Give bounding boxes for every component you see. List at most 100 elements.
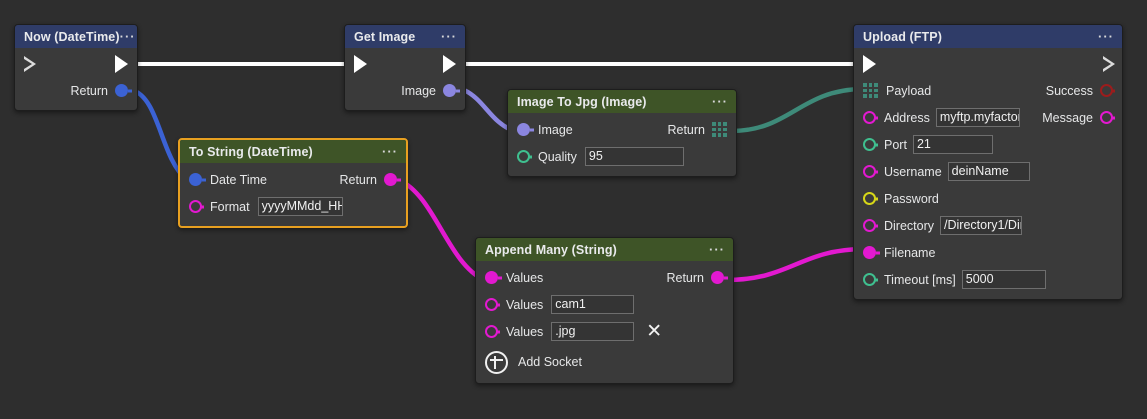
node-title: Upload (FTP): [863, 29, 942, 44]
row-values-1: Values Return: [476, 264, 733, 291]
row-values-3: Values .jpg ✕: [476, 318, 733, 345]
input-port-values-1[interactable]: [485, 271, 498, 284]
values-input-2[interactable]: cam1: [551, 295, 635, 314]
row-exec: [345, 51, 465, 77]
input-port-quality[interactable]: [517, 150, 530, 163]
row-port: Port 21: [854, 131, 1122, 158]
port-label-date-time: Date Time: [210, 172, 267, 187]
add-socket-label: Add Socket: [518, 355, 582, 369]
exec-output-icon[interactable]: [1103, 56, 1115, 72]
input-port-values-2[interactable]: [485, 298, 498, 311]
plus-icon: [485, 350, 508, 374]
exec-input-icon[interactable]: [863, 55, 876, 73]
node-menu-button[interactable]: ···: [709, 241, 725, 257]
node-title: Get Image: [354, 29, 416, 44]
input-port-values-3[interactable]: [485, 325, 498, 338]
timeout-input[interactable]: 5000: [961, 270, 1046, 289]
port-label-quality: Quality: [538, 149, 577, 164]
port-label-filename: Filename: [884, 245, 936, 260]
port-label-port: Port: [884, 137, 907, 152]
node-header[interactable]: Upload (FTP) ···: [854, 25, 1122, 48]
input-port-format[interactable]: [189, 200, 202, 213]
output-port-return[interactable]: [115, 84, 128, 97]
output-port-return[interactable]: [711, 271, 724, 284]
output-port-return-array-icon[interactable]: [712, 122, 727, 137]
port-input[interactable]: 21: [912, 135, 993, 154]
exec-input-icon[interactable]: [354, 55, 367, 73]
add-socket-button[interactable]: Add Socket: [476, 347, 733, 377]
node-body: Image Return Quality 95: [508, 113, 736, 176]
exec-input-icon[interactable]: [24, 56, 36, 72]
output-port-message[interactable]: [1100, 111, 1113, 124]
row-password: Password: [854, 185, 1122, 212]
input-port-username[interactable]: [863, 165, 876, 178]
input-port-directory[interactable]: [863, 219, 876, 232]
port-label-payload: Payload: [886, 83, 932, 98]
node-menu-button[interactable]: ···: [712, 93, 728, 109]
values-input-3[interactable]: .jpg: [551, 322, 635, 341]
row-values-2: Values cam1: [476, 291, 733, 318]
node-append-many-string[interactable]: Append Many (String) ··· Values Return V…: [475, 237, 734, 384]
port-label-format: Format: [210, 199, 250, 214]
node-header[interactable]: To String (DateTime) ···: [180, 140, 406, 163]
node-body: Date Time Return Format yyyyMMdd_HH: [180, 163, 406, 226]
row-return: Return: [15, 77, 137, 104]
input-port-address[interactable]: [863, 111, 876, 124]
node-header[interactable]: Append Many (String) ···: [476, 238, 733, 261]
exec-output-icon[interactable]: [443, 55, 456, 73]
output-port-image[interactable]: [443, 84, 456, 97]
node-now-datetime[interactable]: Now (DateTime) ··· Return: [14, 24, 138, 111]
node-image-to-jpg[interactable]: Image To Jpg (Image) ··· Image Return Qu…: [507, 89, 737, 177]
node-menu-button[interactable]: ···: [441, 28, 457, 44]
output-port-return[interactable]: [384, 173, 397, 186]
node-header[interactable]: Get Image ···: [345, 25, 465, 48]
node-to-string-datetime[interactable]: To String (DateTime) ··· Date Time Retur…: [178, 138, 408, 228]
node-body: Image: [345, 48, 465, 110]
remove-socket-button[interactable]: ✕: [646, 321, 663, 342]
input-port-image[interactable]: [517, 123, 530, 136]
node-header[interactable]: Now (DateTime) ···: [15, 25, 137, 48]
port-label-success: Success: [1045, 83, 1093, 98]
row-filename: Filename: [854, 239, 1122, 266]
input-port-port[interactable]: [863, 138, 876, 151]
address-input[interactable]: myftp.myfactor: [935, 108, 1020, 127]
exec-output-icon[interactable]: [115, 55, 128, 73]
quality-input[interactable]: 95: [584, 147, 684, 166]
row-quality: Quality 95: [508, 143, 736, 170]
input-port-payload-array-icon[interactable]: [863, 83, 878, 98]
node-body: Payload Success Address myftp.myfactor M…: [854, 48, 1122, 299]
input-port-timeout[interactable]: [863, 273, 876, 286]
wire-tostring-appendmany: [397, 177, 486, 283]
port-label-timeout: Timeout [ms]: [884, 272, 956, 287]
row-payload: Payload Success: [854, 77, 1122, 104]
username-input[interactable]: deinName: [947, 162, 1030, 181]
node-body: Values Return Values cam1 Values .jpg ✕ …: [476, 261, 733, 383]
port-label-address: Address: [884, 110, 930, 125]
directory-input[interactable]: /Directory1/Dir: [940, 216, 1023, 235]
row-exec: [15, 51, 137, 77]
input-port-password[interactable]: [863, 192, 876, 205]
format-input[interactable]: yyyyMMdd_HH: [257, 197, 343, 216]
port-label-username: Username: [884, 164, 942, 179]
row-image: Image Return: [508, 116, 736, 143]
node-title: Image To Jpg (Image): [517, 94, 647, 109]
input-port-filename[interactable]: [863, 246, 876, 259]
output-port-success[interactable]: [1100, 84, 1113, 97]
port-label-values-2: Values: [506, 297, 544, 312]
port-label-return: Return: [70, 83, 108, 98]
wire-imagetojpg-payload: [730, 86, 863, 134]
node-menu-button[interactable]: ···: [382, 143, 398, 159]
port-label-return: Return: [339, 172, 377, 187]
row-image-output: Image: [345, 77, 465, 104]
node-get-image[interactable]: Get Image ··· Image: [344, 24, 466, 111]
row-directory: Directory /Directory1/Dir: [854, 212, 1122, 239]
port-label-password: Password: [884, 191, 939, 206]
node-upload-ftp[interactable]: Upload (FTP) ··· Payload Success Address: [853, 24, 1123, 300]
node-menu-button[interactable]: ···: [1098, 28, 1114, 44]
node-header[interactable]: Image To Jpg (Image) ···: [508, 90, 736, 113]
node-menu-button[interactable]: ···: [119, 28, 136, 44]
input-port-date-time[interactable]: [189, 173, 202, 186]
row-date-time: Date Time Return: [180, 166, 406, 193]
node-title: To String (DateTime): [189, 144, 313, 159]
